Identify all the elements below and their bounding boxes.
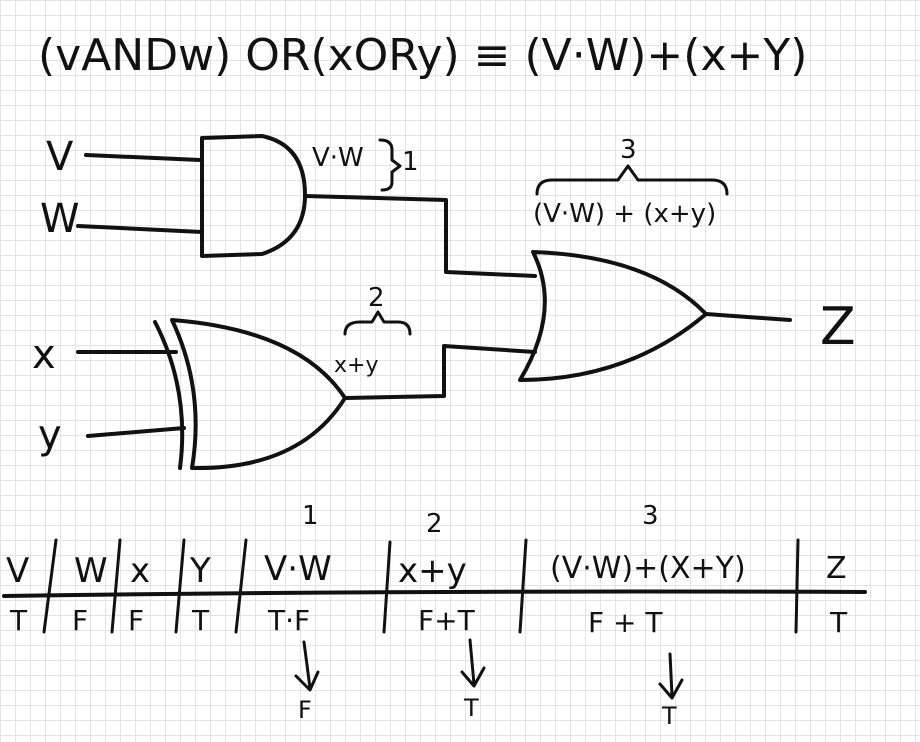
cell-x: F (128, 604, 144, 637)
cell-w: F (72, 604, 88, 637)
result-1: F (298, 696, 312, 724)
or-gate-back-curve (153, 320, 185, 470)
brace-3 (535, 164, 729, 196)
brace-1 (378, 138, 402, 192)
input-label-v: V (46, 134, 74, 180)
input-label-x: x (32, 332, 56, 378)
table-step-3: 3 (642, 501, 659, 531)
step-2-number: 2 (368, 283, 385, 313)
output-label-z: Z (820, 297, 856, 357)
header-vw: V·W (264, 549, 332, 589)
or-gate (170, 318, 347, 471)
result-arrow-3 (658, 652, 684, 700)
input-label-w: W (40, 196, 80, 242)
wire-w (76, 224, 204, 234)
wire-or-to-final (344, 344, 537, 400)
divider-6 (518, 538, 528, 634)
and-output-label: V·W (312, 143, 364, 173)
input-label-y: y (38, 412, 62, 458)
header-y: Y (189, 551, 211, 591)
divider-3 (174, 538, 186, 634)
wire-and-to-final (303, 194, 537, 278)
wire-v (84, 153, 202, 162)
header-w: W (74, 551, 108, 591)
divider-1 (42, 538, 58, 634)
cell-final: F + T (588, 606, 663, 639)
step-1-number: 1 (402, 147, 419, 177)
brace-2 (343, 310, 412, 336)
or-output-label: x+y (334, 353, 378, 378)
header-final: (V·W)+(X+Y) (550, 551, 746, 586)
divider-2 (110, 538, 122, 634)
cell-z: T (829, 606, 848, 639)
header-xy: x+y (398, 551, 467, 591)
divider-4 (234, 538, 248, 634)
table-step-2: 2 (426, 509, 443, 539)
final-or-gate (518, 250, 708, 382)
divider-5 (382, 540, 392, 634)
wire-output (704, 312, 792, 322)
final-output-label: (V·W) + (x+y) (533, 199, 716, 229)
cell-v: T (9, 604, 28, 637)
header-z: Z (826, 551, 847, 586)
divider-7 (794, 538, 800, 634)
table-rule (2, 589, 867, 598)
step-3-number: 3 (620, 135, 637, 165)
result-arrow-2 (460, 638, 486, 688)
result-2: T (463, 694, 479, 722)
cell-y: T (191, 604, 210, 637)
header-x: x (130, 551, 150, 591)
and-gate (200, 134, 307, 258)
cell-xy: F+T (418, 604, 476, 637)
table-step-1: 1 (302, 501, 319, 531)
wire-y (86, 426, 186, 438)
cell-vw: T·F (267, 604, 310, 637)
header-v: V (6, 551, 29, 591)
result-arrow-1 (294, 640, 320, 692)
result-3: T (661, 702, 677, 730)
expression-title: (vANDw) OR(xORy) ≡ (V·W)+(x+Y) (38, 30, 807, 81)
